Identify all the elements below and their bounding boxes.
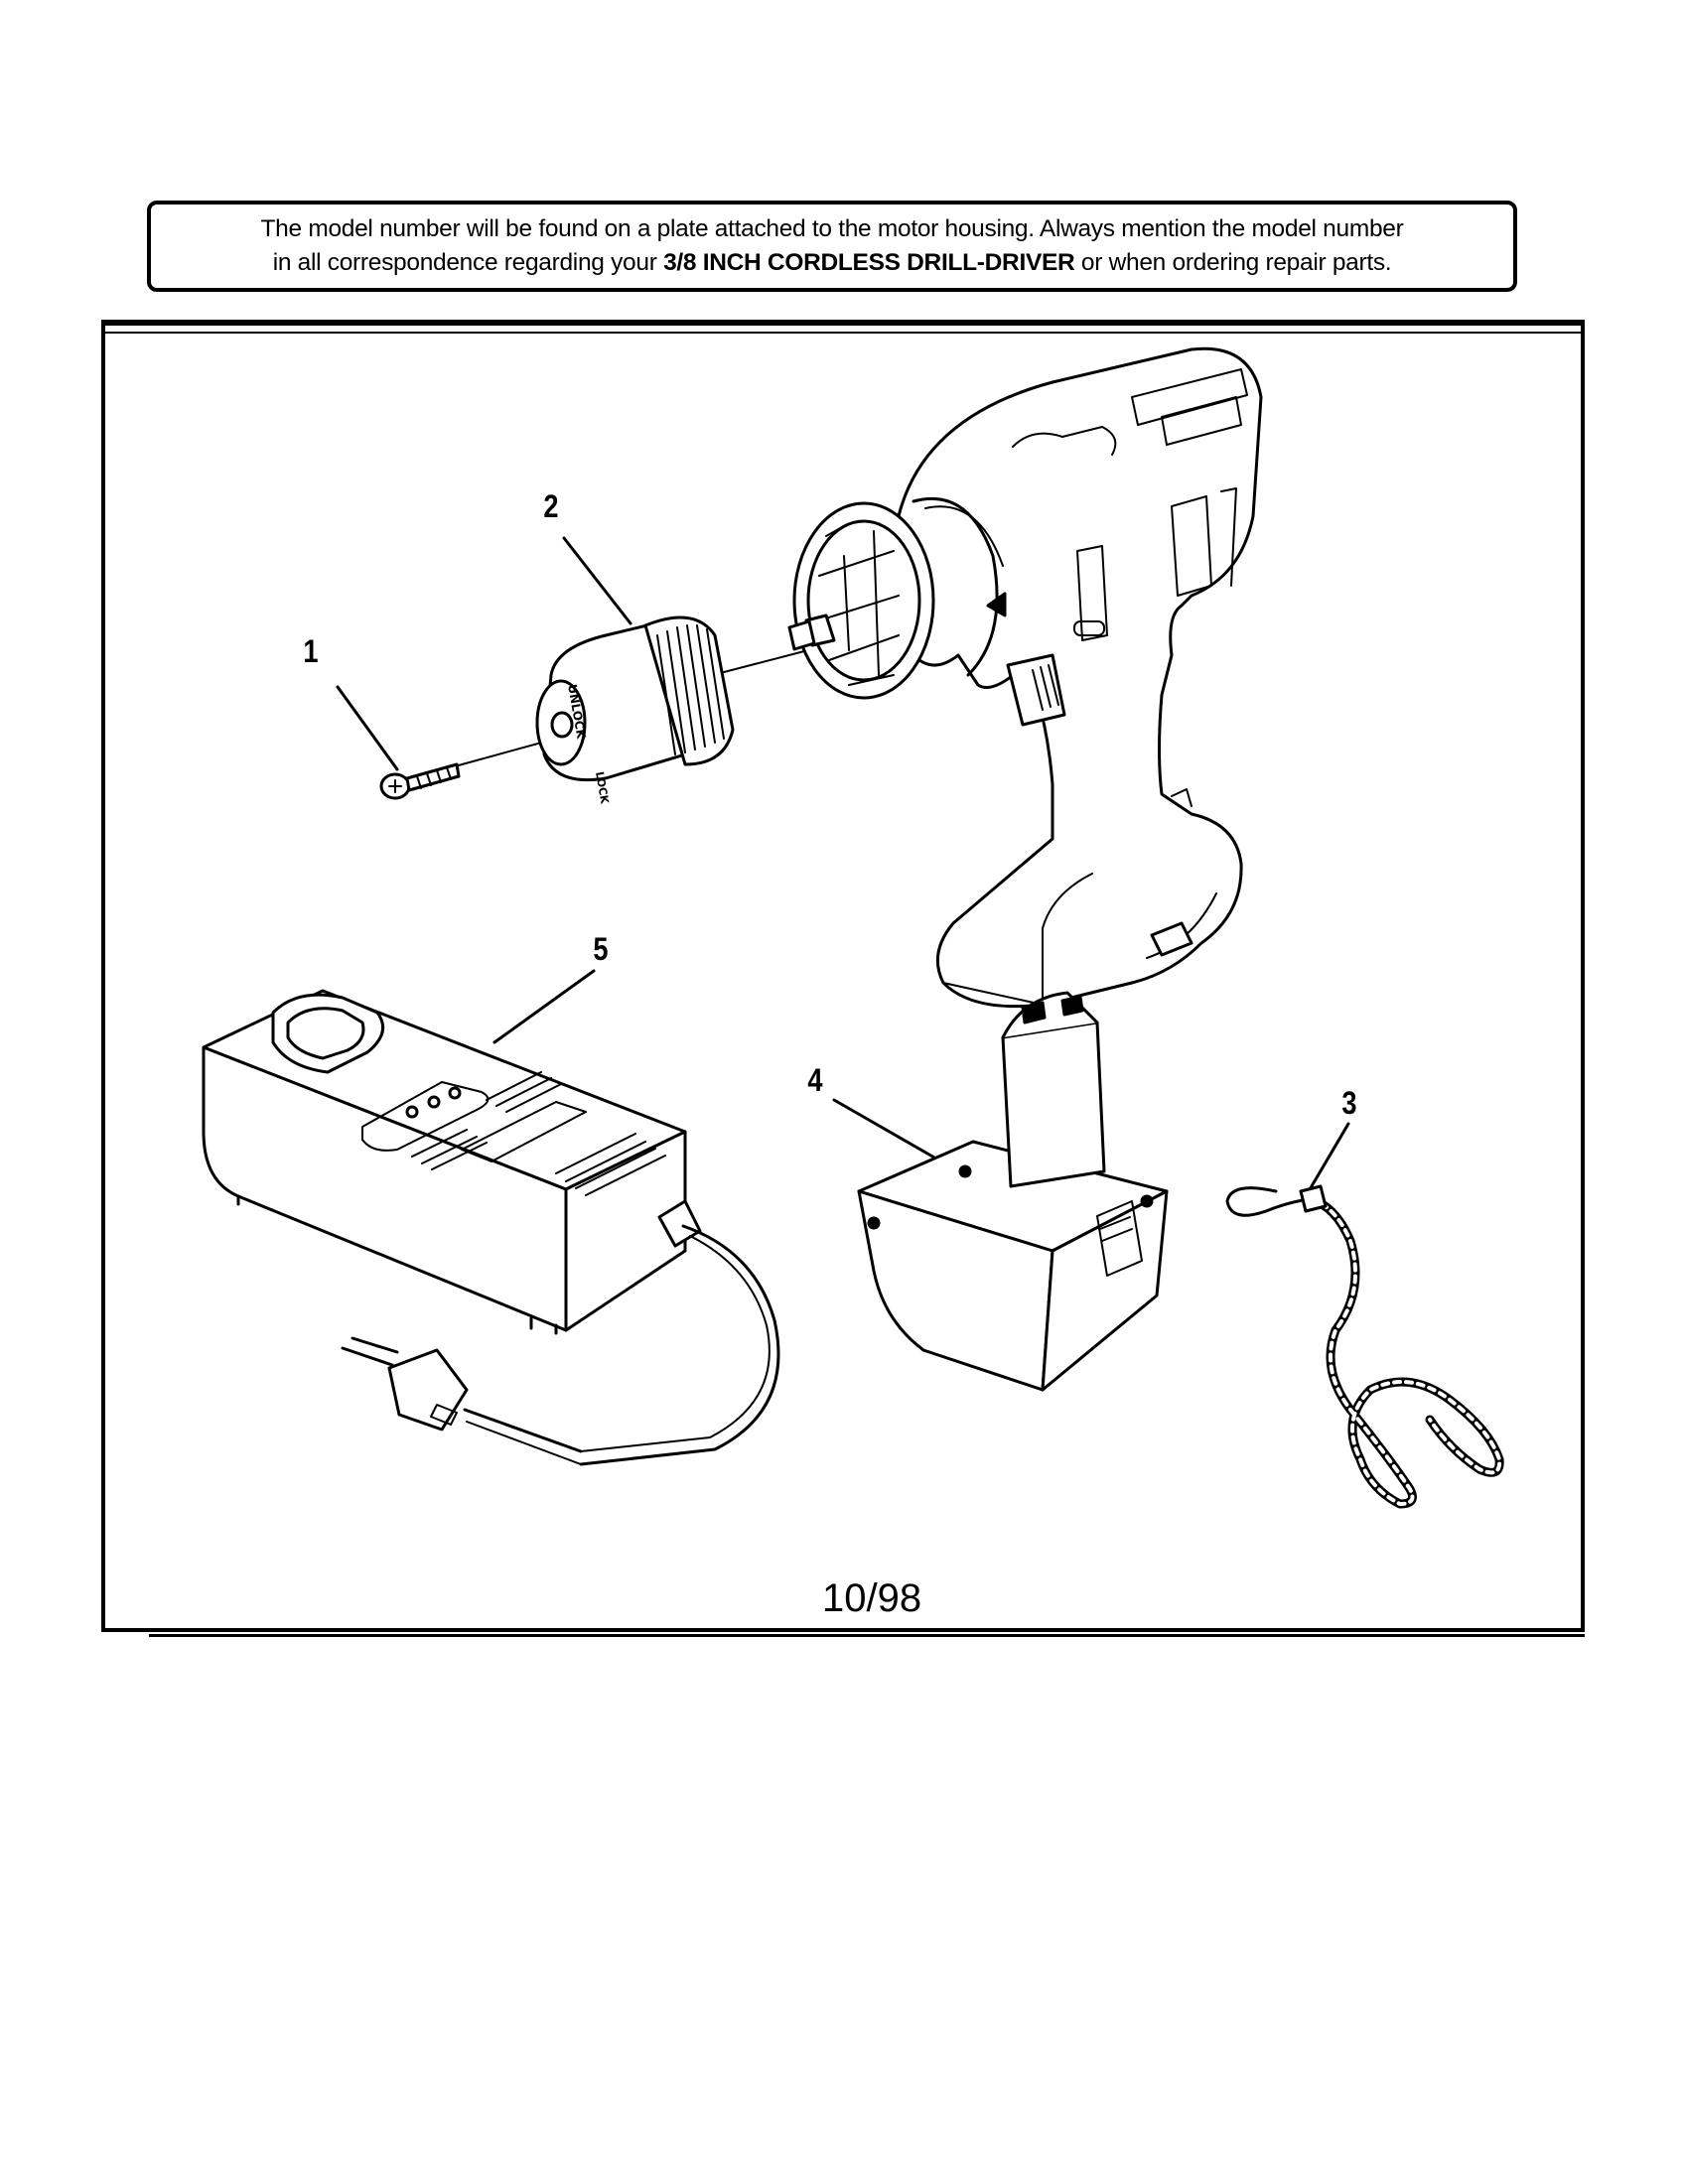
diagram-frame <box>101 320 1585 1632</box>
notice-line-2: in all correspondence regarding your 3/8… <box>151 246 1513 280</box>
charger-part <box>204 991 778 1464</box>
notice-line-1: The model number will be found on a plat… <box>260 215 1404 242</box>
leader-line-4 <box>834 1100 941 1161</box>
notice-line-2-suffix: or when ordering repair parts. <box>1074 249 1392 276</box>
screw-part <box>381 764 459 798</box>
leader-line-5 <box>494 971 594 1042</box>
leader-line-1 <box>338 687 397 769</box>
callout-5: 5 <box>593 931 609 967</box>
chuck-lock-label: LOCK <box>593 770 612 805</box>
revision-date: 10/98 <box>822 1576 922 1620</box>
model-number-notice: The model number will be found on a plat… <box>147 201 1517 292</box>
lanyard-part <box>1227 1186 1499 1504</box>
leader-lines <box>338 538 1348 1191</box>
notice-line-2-prefix: in all correspondence regarding your <box>272 249 664 276</box>
drill-body <box>789 348 1261 1006</box>
leader-line-2 <box>564 538 631 623</box>
leader-line-3 <box>1309 1124 1348 1191</box>
callout-4: 4 <box>807 1062 823 1098</box>
callout-3: 3 <box>1341 1085 1357 1121</box>
battery-part <box>859 993 1167 1390</box>
callout-1: 1 <box>303 633 319 669</box>
callout-2: 2 <box>543 488 559 524</box>
chuck-part: UNLOCK LOCK <box>537 617 733 805</box>
frame-top-rule <box>105 332 1581 334</box>
frame-bottom-rule <box>149 1634 1585 1637</box>
product-name: 3/8 INCH CORDLESS DRILL-DRIVER <box>663 249 1075 276</box>
